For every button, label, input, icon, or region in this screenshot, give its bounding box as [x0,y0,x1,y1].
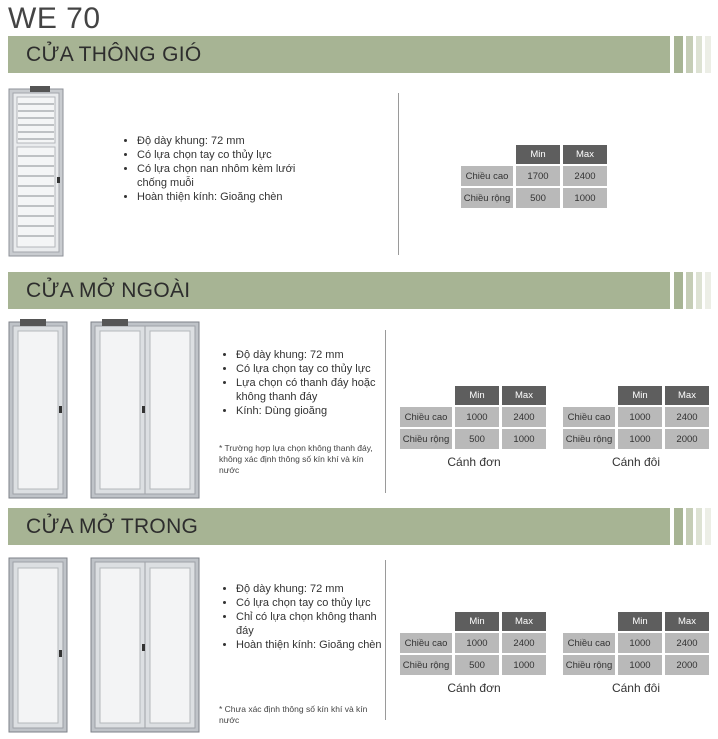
col-min: Min [618,386,662,405]
feature-item: Hoàn thiện kính: Gioăng chèn [137,190,317,204]
row-label: Chiều cao [563,633,615,653]
ventilation-door-image [8,86,64,257]
row-label: Chiều rộng [563,429,615,449]
row-label: Chiều rộng [400,655,452,675]
cell-min: 1000 [455,633,499,653]
section-banner-outswing: CỬA MỞ NGOÀI [8,272,670,309]
section-heading: CỬA MỞ NGOÀI [26,279,191,302]
col-min: Min [618,612,662,631]
cell-max: 2000 [665,655,709,675]
col-max: Max [502,386,546,405]
feature-item: Lựa chọn có thanh đáy hoặc không thanh đ… [236,376,386,404]
table-caption: Cánh đơn [447,681,501,695]
row-label: Chiều cao [461,166,513,186]
col-min: Min [455,386,499,405]
row-label: Chiều rộng [563,655,615,675]
feature-item: Có lựa chọn tay co thủy lực [137,148,317,162]
banner-stripes [674,272,714,309]
table-caption: Cánh đơn [447,455,501,469]
feature-item: Có lựa chọn tay co thủy lực [236,596,386,610]
section-heading: CỬA THÔNG GIÓ [26,43,202,66]
feature-list: Độ dày khung: 72 mm Có lựa chọn tay co t… [121,134,317,204]
outswing-single-door-image [8,319,68,499]
cell-min: 1000 [618,407,662,427]
cell-min: 1000 [618,633,662,653]
col-min: Min [455,612,499,631]
outswing-double-door-image [90,319,200,499]
section-divider [398,93,399,255]
row-label: Chiều rộng [461,188,513,208]
cell-max: 1000 [563,188,607,208]
col-max: Max [665,386,709,405]
col-max: Max [502,612,546,631]
banner-stripes [674,36,714,73]
section-banner-ventilation: CỬA THÔNG GIÓ [8,36,670,73]
row-label: Chiều rộng [400,429,452,449]
feature-item: Có lựa chọn nan nhôm kèm lưới chống muỗi [137,162,317,190]
cell-max: 2000 [665,429,709,449]
cell-min: 500 [516,188,560,208]
section-banner-inswing: CỬA MỞ TRONG [8,508,670,545]
feature-item: Hoàn thiện kính: Gioăng chèn [236,638,386,652]
footnote: * Trường hợp lựa chọn không thanh đáy, k… [219,443,373,475]
row-label: Chiều cao [400,407,452,427]
row-label: Chiều cao [563,407,615,427]
cell-min: 1000 [618,429,662,449]
cell-min: 500 [455,429,499,449]
section-heading: CỬA MỞ TRONG [26,515,199,538]
footnote: * Chưa xác định thông số kín khí và kín … [219,704,368,725]
inswing-double-door-image [90,557,200,733]
cell-max: 2400 [502,633,546,653]
table-caption: Cánh đôi [611,455,661,469]
feature-item: Kính: Dùng gioăng [236,404,386,418]
cell-min: 1000 [455,407,499,427]
cell-max: 2400 [563,166,607,186]
cell-max: 2400 [665,407,709,427]
page-title: WE 70 [8,2,101,35]
row-label: Chiều cao [400,633,452,653]
feature-item: Có lựa chọn tay co thủy lực [236,362,386,376]
feature-item: Độ dày khung: 72 mm [137,134,317,148]
banner-stripes [674,508,714,545]
section-divider [385,560,386,720]
cell-max: 2400 [665,633,709,653]
inswing-single-door-image [8,557,68,733]
col-min: Min [516,145,560,164]
feature-item: Độ dày khung: 72 mm [236,582,386,596]
cell-min: 1700 [516,166,560,186]
cell-max: 1000 [502,655,546,675]
col-max: Max [563,145,607,164]
feature-item: Độ dày khung: 72 mm [236,348,386,362]
cell-max: 1000 [502,429,546,449]
col-max: Max [665,612,709,631]
cell-min: 1000 [618,655,662,675]
feature-list: Độ dày khung: 72 mm Có lựa chọn tay co t… [220,348,386,418]
feature-list: Độ dày khung: 72 mm Có lựa chọn tay co t… [220,582,386,652]
cell-min: 500 [455,655,499,675]
feature-item: Chỉ có lựa chọn không thanh đáy [236,610,386,638]
table-caption: Cánh đôi [611,681,661,695]
cell-max: 2400 [502,407,546,427]
section-divider [385,330,386,493]
